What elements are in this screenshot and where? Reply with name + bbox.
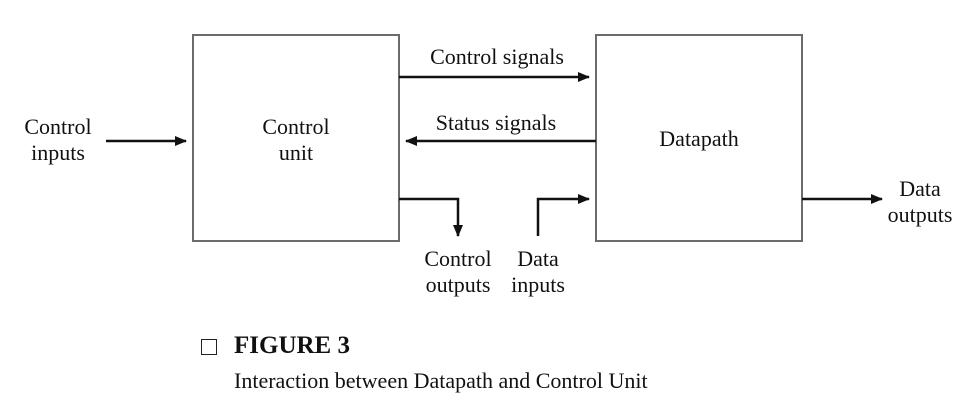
control-signals-label: Control signals <box>430 44 564 69</box>
caption-square-icon <box>201 339 217 355</box>
status-signals-label: Status signals <box>435 110 557 135</box>
figure-number: FIGURE 3 <box>234 332 350 359</box>
data-outputs-label: Data outputs <box>887 176 953 227</box>
figure-caption: Interaction between Datapath and Control… <box>234 368 648 393</box>
control-outputs-label: Control outputs <box>424 246 492 297</box>
control-unit-label: Control unit <box>262 114 330 165</box>
datapath-box <box>595 34 803 242</box>
control-inputs-label: Control inputs <box>24 114 92 165</box>
control-outputs-arrow <box>399 197 463 237</box>
datapath-label: Datapath <box>659 126 739 151</box>
data-inputs-label: Data inputs <box>511 246 565 297</box>
control-unit-box <box>192 34 400 242</box>
data-inputs-arrow <box>536 194 590 236</box>
